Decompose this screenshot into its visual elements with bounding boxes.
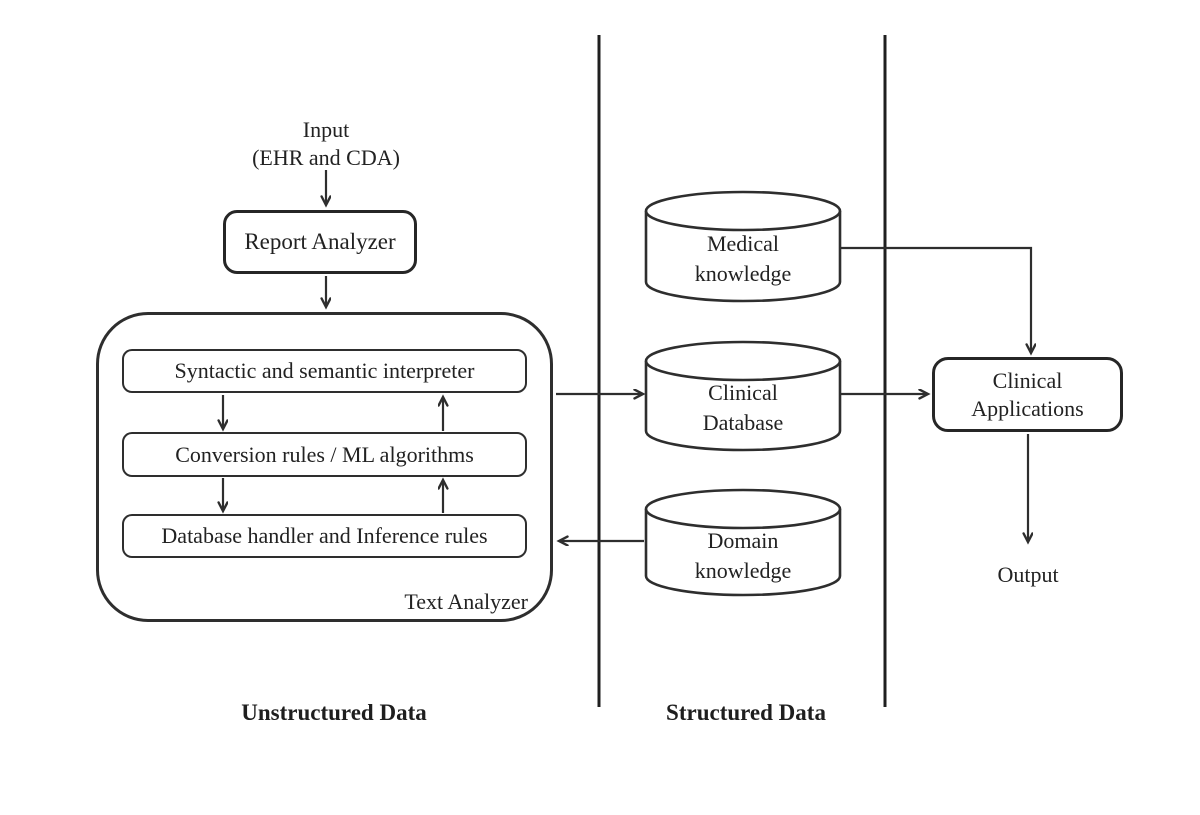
clinical-database-line2: Database	[702, 410, 784, 435]
section-label-unstructured: Unstructured Data	[241, 700, 427, 725]
medical-knowledge-line2: knowledge	[694, 261, 792, 286]
clinical-applications-line1: Clinical	[992, 367, 1063, 393]
domain-knowledge-cylinder	[644, 488, 842, 597]
input-label-line1: Input	[302, 117, 350, 142]
text-analyzer-container	[96, 312, 553, 622]
medical-knowledge-line1: Medical	[706, 231, 780, 256]
medical-knowledge-label: Medical knowledge	[646, 229, 840, 289]
database-handler-label: Database handler and Inference rules	[161, 523, 488, 548]
domain-knowledge-label: Domain knowledge	[646, 526, 840, 586]
domain-knowledge-line1: Domain	[707, 528, 779, 553]
interpreter-label: Syntactic and semantic interpreter	[174, 358, 475, 383]
medical-knowledge-cylinder	[644, 190, 842, 303]
conversion-rules-box: Conversion rules / ML algorithms	[122, 432, 527, 477]
clinical-database-label: Clinical Database	[646, 378, 840, 438]
clinical-applications-box: Clinical Applications	[932, 357, 1123, 432]
clinical-database-cylinder	[644, 340, 842, 452]
report-analyzer-box: Report Analyzer	[223, 210, 417, 274]
clinical-applications-line2: Applications	[971, 395, 1084, 421]
domain-knowledge-line2: knowledge	[694, 558, 792, 583]
clinical-database-line1: Clinical	[708, 380, 778, 405]
section-label-structured: Structured Data	[666, 700, 826, 725]
database-handler-box: Database handler and Inference rules	[122, 514, 527, 558]
text-analyzer-label: Text Analyzer	[404, 589, 528, 614]
report-analyzer-label: Report Analyzer	[244, 229, 396, 254]
input-label-line2: (EHR and CDA)	[252, 145, 400, 170]
input-label: Input (EHR and CDA)	[226, 116, 426, 172]
conversion-rules-label: Conversion rules / ML algorithms	[175, 441, 474, 467]
arrow-medical-knowledge-to-clinical-applications	[840, 246, 1031, 353]
interpreter-box: Syntactic and semantic interpreter	[122, 349, 527, 393]
output-label: Output	[997, 562, 1059, 587]
